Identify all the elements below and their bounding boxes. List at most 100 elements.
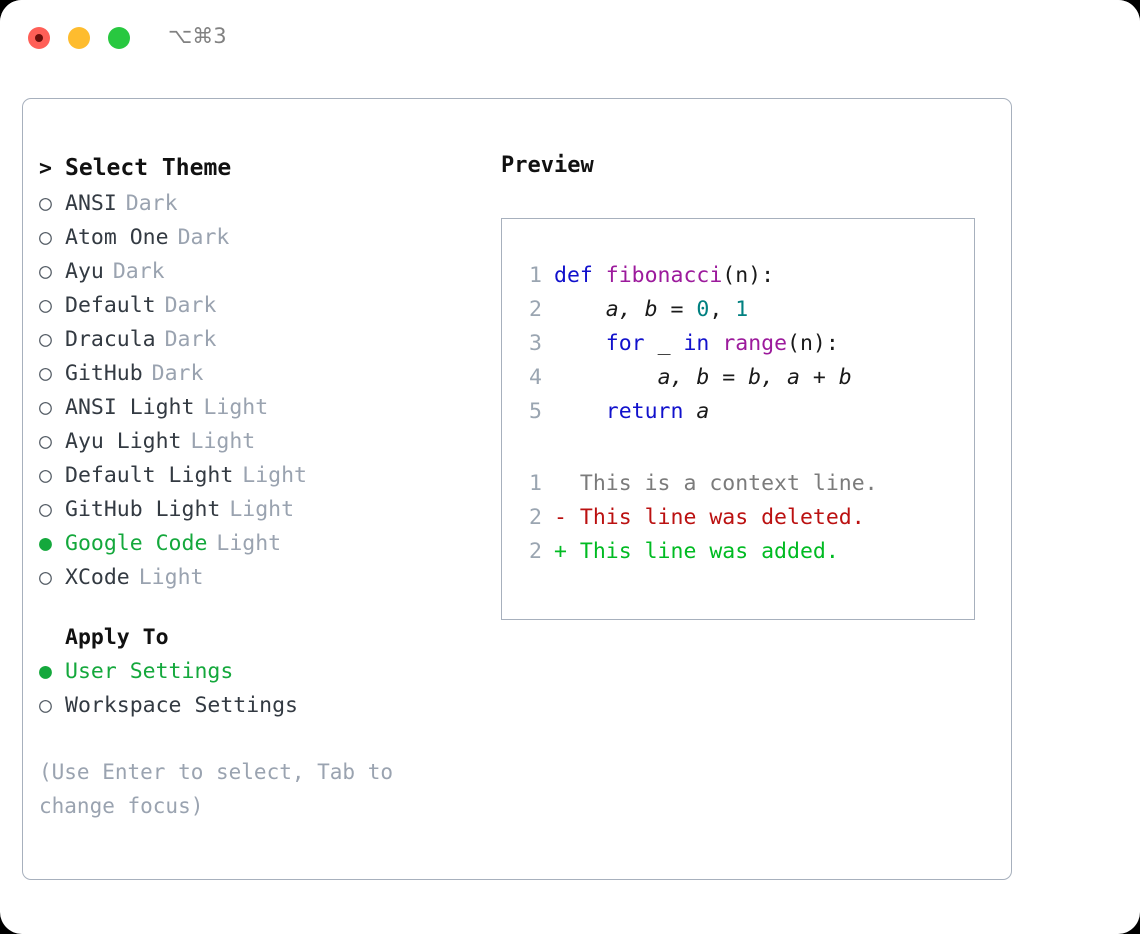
diff-line: 2 + This line was added. [512, 535, 966, 569]
theme-category: Dark [151, 361, 204, 386]
apply-to-header: ○Apply To [39, 621, 469, 655]
code-token [554, 331, 606, 356]
theme-category: Light [190, 429, 256, 454]
theme-category: Light [242, 463, 308, 488]
radio-unselected-icon: ○ [39, 327, 52, 352]
line-number: 2 [529, 539, 542, 564]
apply-to-label: Workspace Settings [65, 693, 298, 718]
code-token: a [696, 399, 710, 424]
radio-unselected-icon: ○ [39, 497, 52, 522]
keyboard-hint-text: (Use Enter to select, Tab to change focu… [39, 760, 406, 818]
line-number: 2 [529, 505, 542, 530]
theme-category: Light [138, 565, 204, 590]
theme-list-item[interactable]: ○ Ayu Light Light [39, 425, 469, 459]
diff-text: This line was deleted. [566, 505, 865, 530]
theme-category: Dark [125, 191, 178, 216]
preview-box: 1 def fibonacci(n): 2 a, b = 0, 1 3 for _ i… [501, 218, 975, 620]
radio-unselected-icon: ○ [39, 565, 52, 590]
theme-list-item[interactable]: ○ GitHub Dark [39, 357, 469, 391]
apply-to-option[interactable]: ○Workspace Settings [39, 689, 469, 723]
theme-category: Light [229, 497, 295, 522]
select-theme-title: Select Theme [65, 155, 232, 181]
code-token: range [722, 331, 788, 356]
theme-name: GitHub [65, 361, 143, 386]
theme-name: Ayu Light [65, 429, 182, 454]
code-line: 4 a, b = b, a + b [512, 361, 966, 395]
theme-name: GitHub Light [65, 497, 221, 522]
diff-text: This line was added. [566, 539, 839, 564]
code-line: 5 return a [512, 395, 966, 429]
code-token: in [683, 331, 723, 356]
code-token: 1 [735, 297, 749, 322]
diff-sign [554, 471, 567, 496]
apply-to-list[interactable]: ● User Settings ○Workspace Settings [39, 655, 469, 723]
theme-name: XCode [65, 565, 130, 590]
diff-line: 2- This line was deleted. [512, 501, 966, 535]
theme-category: Dark [164, 293, 217, 318]
code-token [554, 399, 606, 424]
code-token: return [605, 399, 697, 424]
diff-text: This is a context line. [566, 471, 878, 496]
theme-name: Atom One [65, 225, 169, 250]
theme-list-item[interactable]: ○ Dracula Dark [39, 323, 469, 357]
line-number: 5 [529, 399, 542, 424]
close-icon [35, 34, 43, 42]
line-number: 1 [529, 263, 542, 288]
radio-selected-icon: ● [39, 531, 52, 556]
diff-sample: 1 This is a context line.2- This line wa… [512, 467, 966, 569]
diff-line: 1 This is a context line. [512, 467, 966, 501]
radio-unselected-icon: ○ [39, 463, 52, 488]
line-number: 4 [529, 365, 542, 390]
code-token: for [605, 331, 645, 356]
line-number: 3 [529, 331, 542, 356]
theme-name: ANSI Light [65, 395, 195, 420]
radio-unselected-icon: ○ [39, 191, 52, 216]
radio-unselected-icon: ○ [39, 293, 52, 318]
theme-name: Google Code [65, 531, 208, 556]
code-token [554, 297, 606, 322]
apply-to-option[interactable]: ● User Settings [39, 655, 469, 689]
code-line: 3 for _ in range(n): [512, 327, 966, 361]
close-window-button[interactable] [28, 27, 50, 49]
code-token: a, b = b, a + b [657, 365, 852, 390]
line-number: 1 [529, 471, 542, 496]
theme-list-item[interactable]: ○ XCode Light [39, 561, 469, 595]
radio-selected-icon: ● [39, 659, 52, 684]
code-sample: 1 def fibonacci(n): 2 a, b = 0, 1 3 for _ i… [512, 259, 966, 429]
title-bar: ⌥⌘3 [0, 0, 1140, 78]
code-token: (n): [722, 263, 775, 288]
maximize-window-button[interactable] [108, 27, 130, 49]
select-theme-header: >Select Theme [39, 149, 469, 187]
minimize-window-button[interactable] [68, 27, 90, 49]
diff-sign: - [554, 505, 567, 530]
code-token: 0 [696, 297, 710, 322]
theme-list-item[interactable]: ○ GitHub Light Light [39, 493, 469, 527]
apply-to-label: User Settings [65, 659, 234, 684]
code-token: _ [644, 331, 684, 356]
diff-sign: + [554, 539, 567, 564]
apply-to-title: Apply To [65, 625, 169, 650]
theme-list-item[interactable]: ○ Default Light Light [39, 459, 469, 493]
code-token: def [554, 263, 606, 288]
theme-category: Dark [164, 327, 217, 352]
code-token: fibonacci [605, 263, 723, 288]
theme-name: Dracula [65, 327, 156, 352]
code-token: , [709, 297, 736, 322]
radio-unselected-icon: ○ [39, 361, 52, 386]
code-token [554, 365, 658, 390]
theme-name: Default Light [65, 463, 234, 488]
radio-unselected-icon: ○ [39, 429, 52, 454]
line-number: 2 [529, 297, 542, 322]
keyboard-shortcut-label: ⌥⌘3 [168, 24, 227, 48]
code-token: a, b = [605, 297, 697, 322]
theme-category: Light [203, 395, 269, 420]
